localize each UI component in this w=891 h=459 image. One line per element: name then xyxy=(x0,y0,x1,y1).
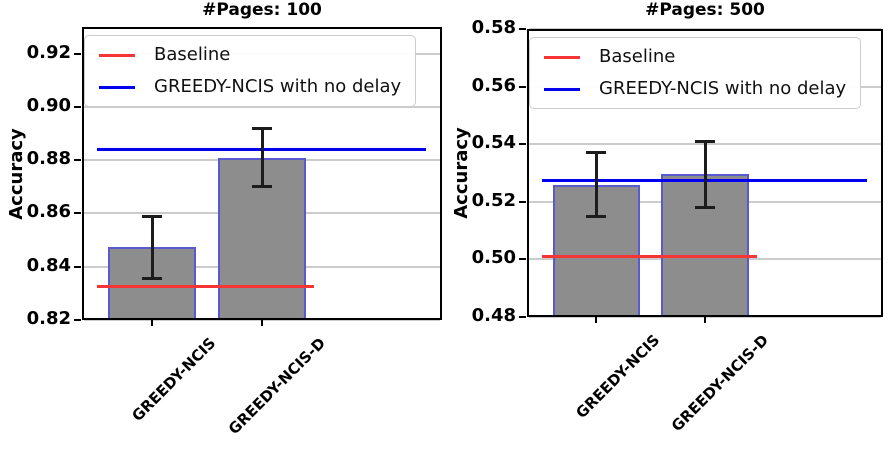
y-tick-mark xyxy=(519,200,526,203)
chart-title: #Pages: 100 xyxy=(202,0,322,20)
legend-line-swatch xyxy=(544,87,580,91)
legend-label: GREEDY-NCIS with no delay xyxy=(154,76,402,97)
y-tick-label: 0.92 xyxy=(26,41,71,63)
chart-title: #Pages: 500 xyxy=(645,0,765,20)
x-tick-label: GREEDY-NCIS xyxy=(572,331,664,422)
legend-item-nodelay: GREEDY-NCIS with no delay xyxy=(99,76,401,98)
gridline xyxy=(529,28,881,30)
bar-greedy-ncis-d xyxy=(217,157,307,320)
error-bar xyxy=(261,128,264,187)
legend-label: Baseline xyxy=(599,46,676,67)
y-tick-mark xyxy=(74,265,81,268)
legend-item-baseline: Baseline xyxy=(99,44,401,66)
error-bar xyxy=(704,141,707,208)
y-tick-mark xyxy=(519,258,526,261)
error-bar-cap xyxy=(695,206,715,210)
error-bar-cap xyxy=(142,277,163,281)
legend-line-swatch xyxy=(99,53,135,57)
baseline-line xyxy=(97,285,315,289)
error-bar xyxy=(151,216,154,279)
error-bar-cap xyxy=(142,214,163,218)
baseline-line xyxy=(541,255,757,259)
y-tick-label: 0.48 xyxy=(471,305,516,326)
error-bar-cap xyxy=(586,151,607,155)
y-tick-label: 0.88 xyxy=(26,148,71,170)
y-tick-mark xyxy=(74,159,81,162)
legend-item-baseline: Baseline xyxy=(544,46,846,68)
y-tick-label: 0.54 xyxy=(471,132,516,154)
error-bar-cap xyxy=(252,185,272,189)
error-bar-cap xyxy=(695,139,715,143)
y-tick-label: 0.52 xyxy=(471,189,516,211)
error-bar xyxy=(595,152,598,217)
y-tick-mark xyxy=(74,319,81,321)
x-tick-mark xyxy=(595,317,598,323)
x-tick-mark xyxy=(151,320,154,326)
legend-label: GREEDY-NCIS with no delay xyxy=(599,78,847,99)
y-tick-mark xyxy=(519,143,526,146)
y-tick-mark xyxy=(519,85,526,88)
y-tick-label: 0.58 xyxy=(471,17,516,38)
y-tick-label: 0.50 xyxy=(471,247,516,269)
legend-item-nodelay: GREEDY-NCIS with no delay xyxy=(544,78,846,100)
error-bar-cap xyxy=(586,214,607,218)
x-tick-label: GREEDY-NCIS-D xyxy=(667,331,772,436)
y-tick-label: 0.90 xyxy=(26,94,71,116)
y-tick-mark xyxy=(519,28,526,30)
y-tick-label: 0.86 xyxy=(26,201,71,223)
y-tick-mark xyxy=(74,105,81,108)
y-tick-label: 0.56 xyxy=(471,74,516,96)
y-tick-mark xyxy=(74,52,81,55)
y-tick-label: 0.82 xyxy=(26,308,71,329)
y-tick-mark xyxy=(74,212,81,215)
legend-line-swatch xyxy=(544,55,580,59)
legend-line-swatch xyxy=(99,85,135,89)
x-tick-mark xyxy=(261,320,263,326)
y-tick-mark xyxy=(519,316,526,318)
legend-label: Baseline xyxy=(154,44,231,65)
x-tick-mark xyxy=(704,317,706,323)
y-tick-label: 0.84 xyxy=(26,254,71,276)
error-bar-cap xyxy=(252,126,272,130)
